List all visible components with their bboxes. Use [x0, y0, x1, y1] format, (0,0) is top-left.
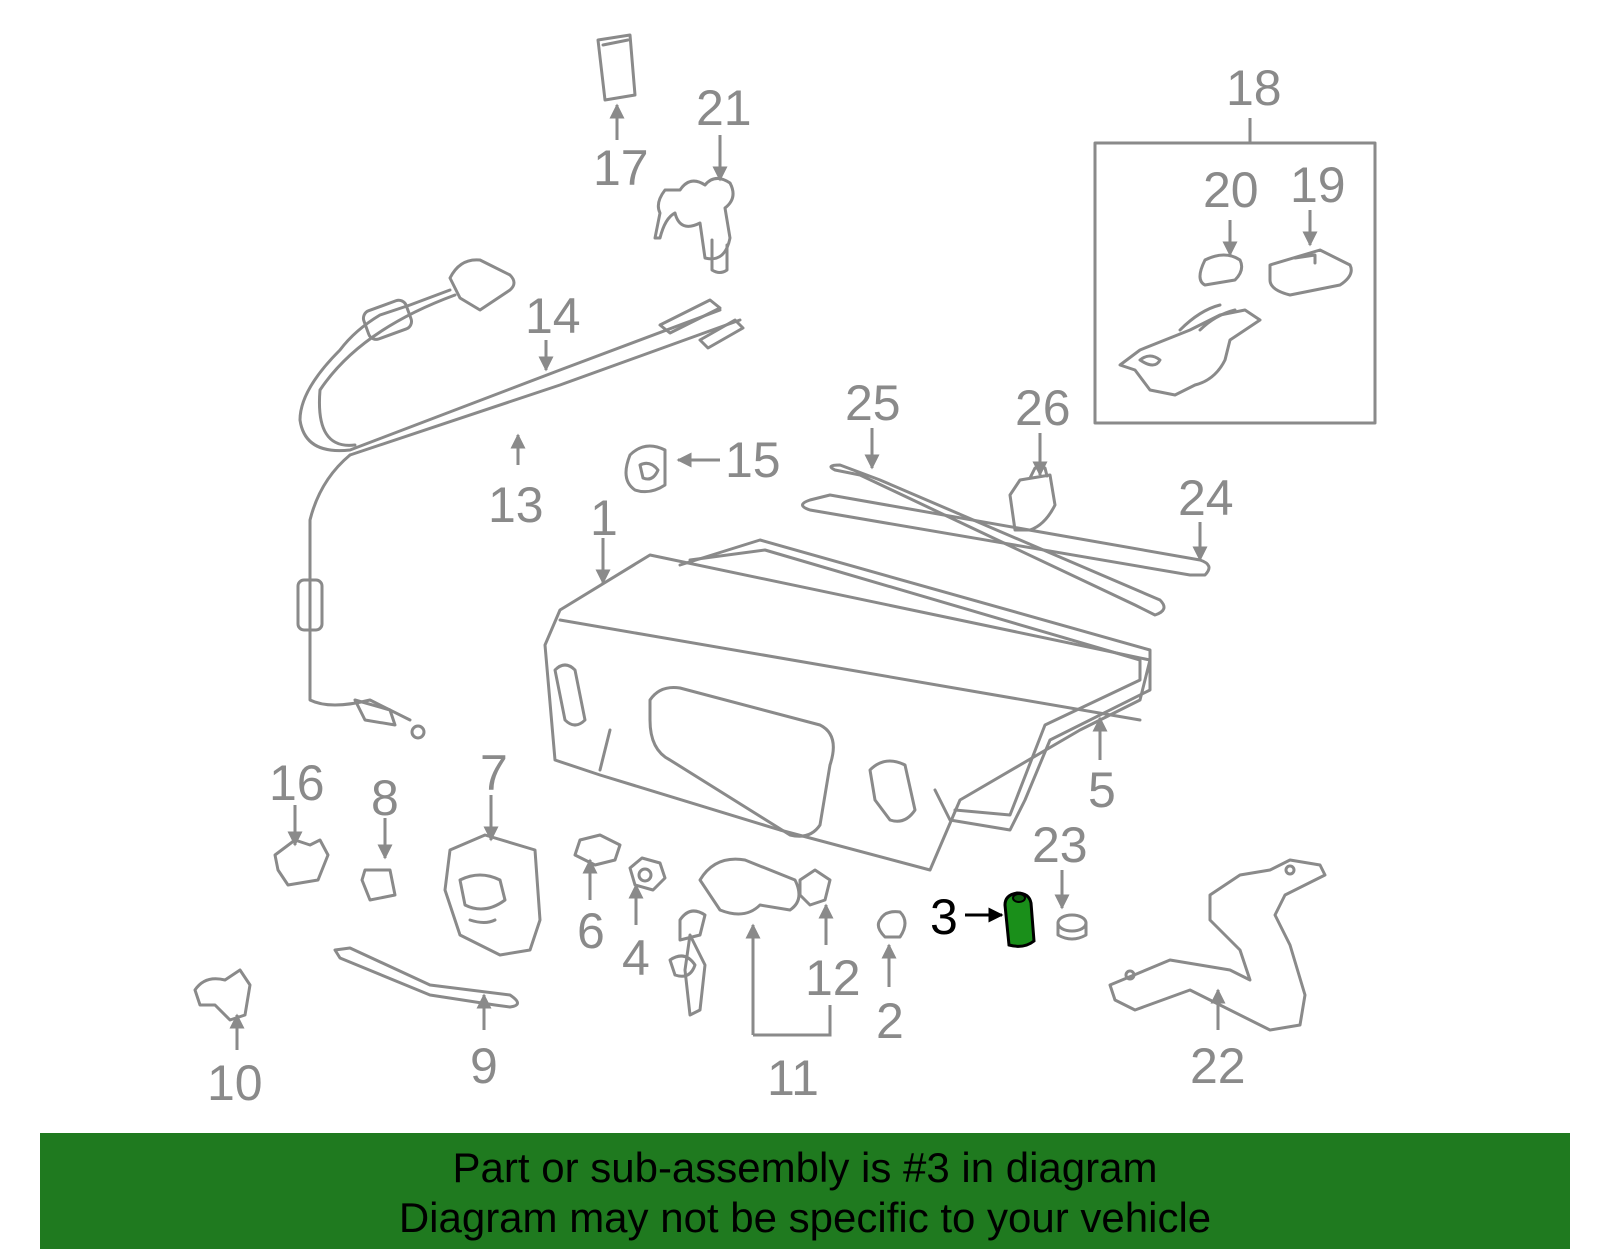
callout-17: 17 [593, 140, 649, 196]
part-15-clip [624, 444, 667, 494]
part-3-highlighted [1003, 891, 1036, 948]
parts-diagram: 1 2 3 4 5 6 7 8 9 10 11 12 13 14 15 16 1… [193, 33, 1377, 1111]
part-21-key-cylinder [653, 177, 735, 274]
callout-1: 1 [590, 490, 618, 546]
part-16-clip [273, 838, 330, 887]
part-26-bumper [1008, 466, 1057, 532]
callout-11: 11 [767, 1050, 819, 1106]
callout-20: 20 [1203, 162, 1259, 218]
part-22-hinge [1108, 858, 1327, 1032]
callout-9: 9 [470, 1038, 498, 1094]
part-13-cable [296, 318, 745, 740]
callout-3: 3 [930, 889, 958, 945]
callout-15: 15 [725, 432, 781, 488]
callout-16: 16 [269, 755, 325, 811]
callout-6: 6 [577, 903, 605, 959]
callout-5: 5 [1088, 762, 1116, 818]
callout-19: 19 [1290, 157, 1346, 213]
banner-line-1: Part or sub-assembly is #3 in diagram [452, 1144, 1158, 1191]
callout-12: 12 [805, 950, 861, 1006]
callout-21: 21 [696, 80, 752, 136]
part-10-bracket [193, 968, 252, 1022]
callout-7: 7 [480, 745, 508, 801]
part-6-cushion [573, 833, 622, 867]
part-1-trunk-lid [543, 553, 1152, 872]
leader-lines [229, 103, 1318, 1050]
info-banner: Part or sub-assembly is #3 in diagram Di… [40, 1133, 1570, 1249]
part-7-lock [443, 833, 542, 957]
part-17-pad [596, 33, 637, 102]
part-9-rod [333, 946, 519, 1009]
part-18-latch-kit-box [1093, 141, 1377, 425]
part-2-bumper [876, 910, 907, 939]
callout-25: 25 [845, 375, 901, 431]
banner-line-2: Diagram may not be specific to your vehi… [398, 1194, 1212, 1241]
callout-4: 4 [622, 930, 650, 986]
callout-13: 13 [488, 477, 544, 533]
callout-2: 2 [876, 993, 904, 1049]
part-8-cushion [360, 868, 397, 902]
callout-26: 26 [1015, 380, 1071, 436]
callout-23: 23 [1032, 817, 1088, 873]
callout-10: 10 [207, 1055, 263, 1111]
callout-8: 8 [371, 770, 399, 826]
part-5-weatherstrip [678, 538, 1152, 832]
callout-14: 14 [525, 288, 581, 344]
part-11-lock-cylinder [668, 857, 801, 1017]
part-25-rod [829, 463, 1166, 617]
part-14-cable [298, 258, 722, 453]
callout-18: 18 [1226, 60, 1282, 116]
part-12-clip [798, 868, 832, 907]
callout-24: 24 [1178, 470, 1234, 526]
part-23-cap [1056, 913, 1088, 941]
callout-labels: 1 2 3 4 5 6 7 8 9 10 11 12 13 14 15 16 1… [207, 60, 1346, 1111]
callout-22: 22 [1190, 1038, 1246, 1094]
